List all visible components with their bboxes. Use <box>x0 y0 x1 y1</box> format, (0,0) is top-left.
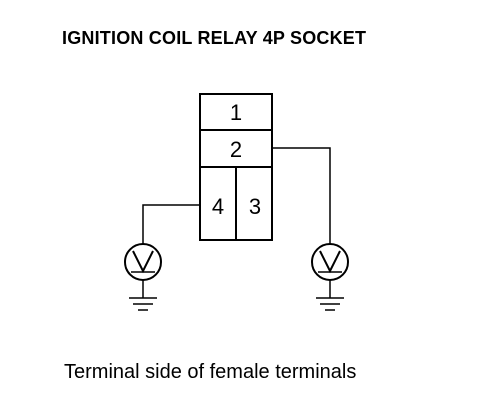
connector-4p <box>199 93 273 241</box>
voltmeter-left-icon <box>124 243 162 281</box>
wire-terminal-2 <box>272 147 331 244</box>
terminal-1-label: 1 <box>230 100 242 125</box>
wire-terminal-4 <box>142 204 200 244</box>
ground-right-icon <box>316 280 344 311</box>
diagram-title: IGNITION COIL RELAY 4P SOCKET <box>62 28 367 48</box>
voltmeter-right-icon <box>311 243 349 281</box>
terminal-2-label: 2 <box>230 137 242 162</box>
terminal-4-label: 4 <box>212 194 224 219</box>
diagram-caption: Terminal side of female terminals <box>64 361 357 383</box>
terminal-3-label: 3 <box>249 194 261 219</box>
ground-left-icon <box>129 280 157 311</box>
